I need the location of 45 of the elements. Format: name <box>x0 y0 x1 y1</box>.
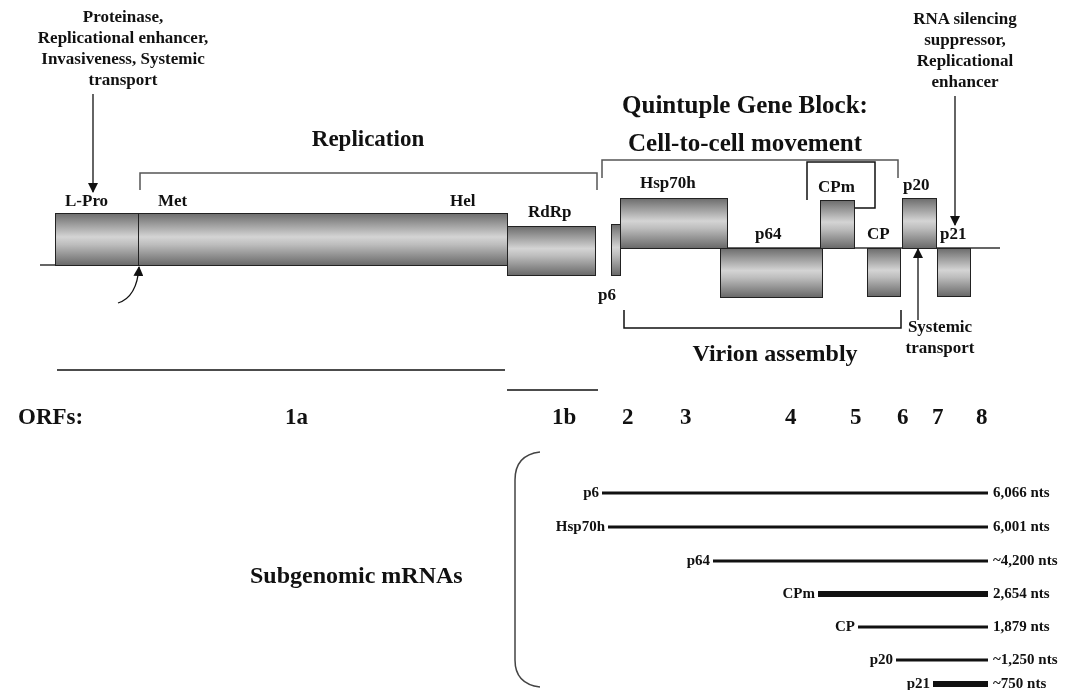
annotation-text: Systemic transport <box>880 316 1000 358</box>
length-label: 1,879 nts <box>993 618 1050 635</box>
group-heading: Subgenomic mRNAs <box>250 562 463 588</box>
row-heading: ORFs: <box>18 404 84 429</box>
orf-number: 8 <box>976 404 988 429</box>
orf-number: 1b <box>552 404 577 429</box>
gene-label: p20 <box>903 176 930 194</box>
length-label: ~4,200 nts <box>993 552 1058 569</box>
gene-label: p64 <box>755 225 782 243</box>
orf-number: 5 <box>850 404 862 429</box>
length-label: 2,654 nts <box>993 585 1050 602</box>
orf-number: 1a <box>285 404 308 429</box>
mrna-label: p64 <box>686 552 710 569</box>
mrna-label: Hsp70h <box>555 518 605 535</box>
annotation-text: Proteinase, Replicational enhancer, Invasiveness, Systemic transport <box>33 6 213 90</box>
gene-label: p21 <box>940 225 967 243</box>
arrow <box>950 95 960 226</box>
gene-label: Hel <box>450 192 476 210</box>
annotation-text: RNA silencing suppressor, Replicational enhancer <box>890 8 1040 92</box>
mrna-label: p6 <box>583 484 599 501</box>
curved-arrow <box>117 266 144 304</box>
arrow <box>913 248 923 321</box>
gene-label: CPm <box>818 178 855 196</box>
length-label: 6,001 nts <box>993 518 1050 535</box>
length-label: 6,066 nts <box>993 484 1050 501</box>
gene-label: Hsp70h <box>640 174 696 192</box>
section-heading: Virion assembly <box>691 340 859 366</box>
orf-number: 2 <box>622 404 634 429</box>
orf-number: 7 <box>932 404 944 429</box>
arrow <box>88 93 98 193</box>
mrna-label: CPm <box>782 585 815 602</box>
gene-label: CP <box>867 225 890 243</box>
orf-number: 4 <box>785 404 797 429</box>
orf-number: 3 <box>680 404 692 429</box>
gene-label: RdRp <box>528 203 572 221</box>
length-label: ~1,250 nts <box>993 651 1058 668</box>
gene-label: L-Pro <box>65 192 109 210</box>
length-label: ~750 nts <box>993 675 1047 690</box>
orf-number: 6 <box>897 404 909 429</box>
section-heading: Replication <box>310 126 426 151</box>
gene-label: Met <box>158 192 188 210</box>
mrna-label: p20 <box>869 651 893 668</box>
mrna-label: CP <box>835 618 855 635</box>
section-heading: Quintuple Gene Block: Cell-to-cell movement <box>621 90 869 158</box>
gene-label: p6 <box>598 286 616 304</box>
